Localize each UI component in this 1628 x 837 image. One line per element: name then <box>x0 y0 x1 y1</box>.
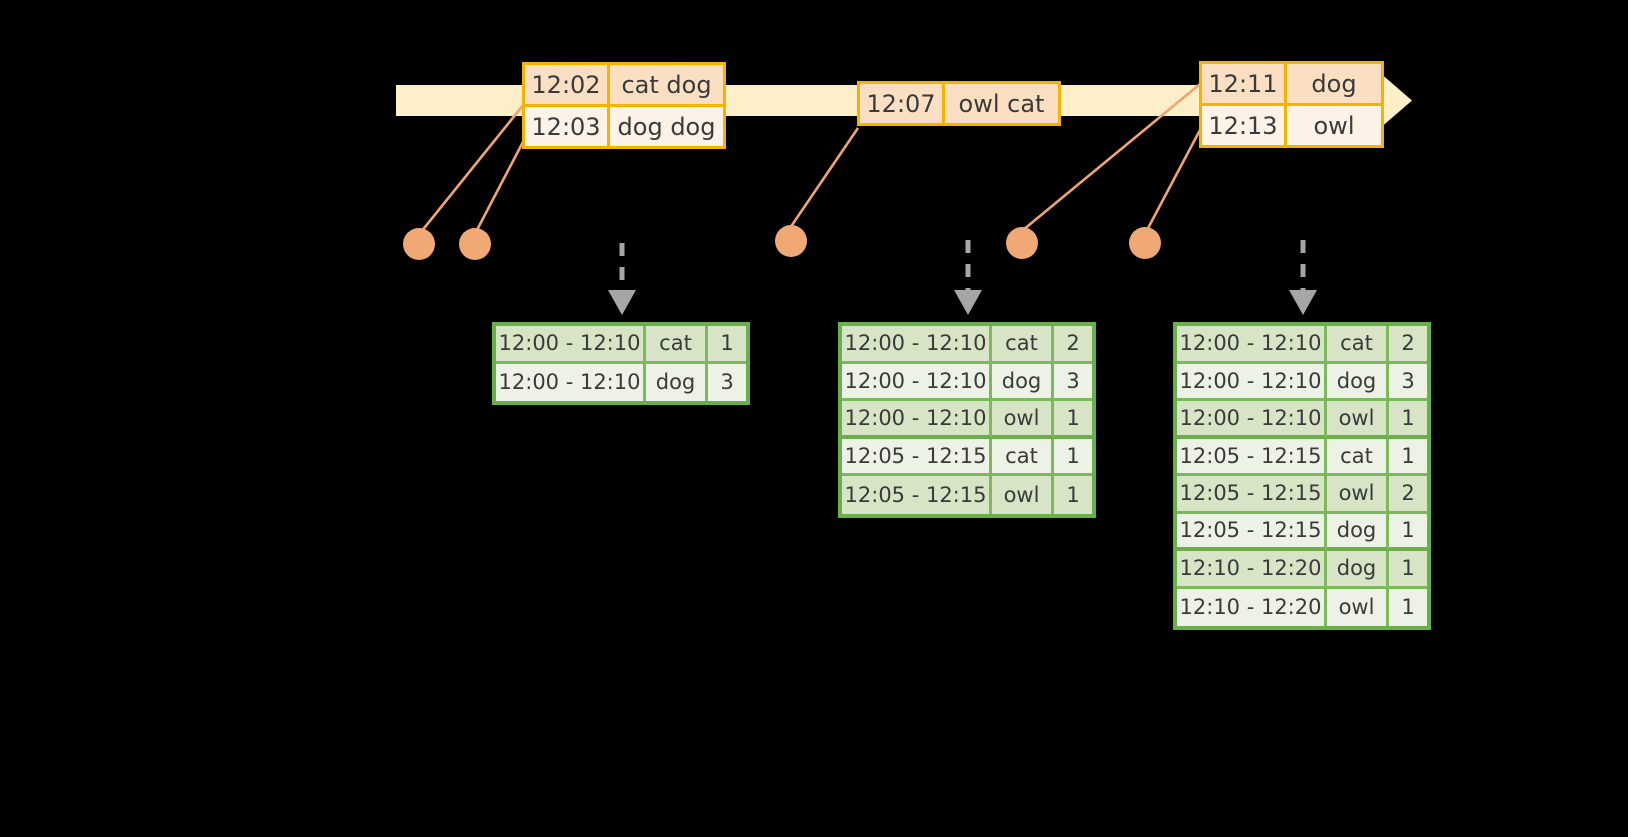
key-cell: dog <box>646 363 708 401</box>
event-row: 12:03 dog dog <box>525 104 723 146</box>
table-row: 12:00 - 12:10 dog 3 <box>496 363 746 401</box>
emit-arrowhead-2 <box>954 290 982 315</box>
key-cell: owl <box>1327 588 1389 626</box>
key-cell: cat <box>992 326 1054 364</box>
window-cell: 12:05 - 12:15 <box>1177 438 1327 476</box>
emit-markers <box>403 225 1161 260</box>
table-row: 12:10 - 12:20 dog 1 <box>1177 551 1427 589</box>
table-row: 12:05 - 12:15 owl 2 <box>1177 476 1427 514</box>
window-cell: 12:00 - 12:10 <box>1177 326 1327 364</box>
window-cell: 12:05 - 12:15 <box>1177 476 1327 514</box>
key-cell: dog <box>1327 513 1389 551</box>
key-cell: dog <box>992 363 1054 401</box>
window-cell: 12:05 - 12:15 <box>1177 513 1327 551</box>
table-row: 12:10 - 12:20 owl 1 <box>1177 588 1427 626</box>
event-row: 12:13 owl <box>1202 103 1381 145</box>
table-row: 12:00 - 12:10 cat 2 <box>1177 326 1427 364</box>
table-row: 12:00 - 12:10 cat 1 <box>496 326 746 364</box>
count-cell: 2 <box>1389 326 1427 364</box>
count-cell: 2 <box>1389 476 1427 514</box>
key-cell: owl <box>992 476 1054 514</box>
count-cell: 1 <box>708 326 746 364</box>
table-row: 12:00 - 12:10 dog 3 <box>842 363 1092 401</box>
event-group-1: 12:02 cat dog 12:03 dog dog <box>522 62 726 149</box>
emit-arrowheads <box>608 290 1317 315</box>
connector-3 <box>788 127 860 229</box>
connector-1 <box>419 103 526 233</box>
result-table-1: 12:00 - 12:10 cat 1 12:00 - 12:10 dog 3 <box>492 322 750 405</box>
table-row: 12:05 - 12:15 dog 1 <box>1177 513 1427 551</box>
count-cell: 2 <box>1054 326 1092 364</box>
connector-2 <box>475 139 526 231</box>
table-row: 12:00 - 12:10 owl 1 <box>1177 401 1427 439</box>
emit-arrows <box>619 240 1306 292</box>
emit-arrowhead-1 <box>608 290 636 315</box>
table-row: 12:05 - 12:15 cat 1 <box>1177 438 1427 476</box>
event-value: dog dog <box>610 107 723 146</box>
window-cell: 12:00 - 12:10 <box>1177 401 1327 439</box>
count-cell: 1 <box>1389 513 1427 551</box>
event-group-3: 12:11 dog 12:13 owl <box>1199 61 1384 148</box>
count-cell: 1 <box>1389 401 1427 439</box>
table-row: 12:00 - 12:10 cat 2 <box>842 326 1092 364</box>
table-row: 12:05 - 12:15 owl 1 <box>842 476 1092 514</box>
key-cell: owl <box>1327 476 1389 514</box>
count-cell: 3 <box>1054 363 1092 401</box>
event-time: 12:11 <box>1202 64 1287 103</box>
key-cell: cat <box>1327 326 1389 364</box>
event-value: owl cat <box>945 84 1058 123</box>
event-time: 12:13 <box>1202 106 1287 145</box>
key-cell: owl <box>992 401 1054 439</box>
event-value: dog <box>1287 64 1381 103</box>
table-row: 12:00 - 12:10 dog 3 <box>1177 363 1427 401</box>
window-cell: 12:05 - 12:15 <box>842 438 992 476</box>
marker-dot-3 <box>775 225 807 257</box>
event-time: 12:07 <box>860 84 945 123</box>
key-cell: dog <box>1327 551 1389 589</box>
event-value: cat dog <box>610 65 723 104</box>
marker-dot-2 <box>459 228 491 260</box>
key-cell: cat <box>646 326 708 364</box>
event-group-2: 12:07 owl cat <box>857 81 1061 126</box>
window-cell: 12:10 - 12:20 <box>1177 551 1327 589</box>
count-cell: 1 <box>1054 476 1092 514</box>
window-cell: 12:00 - 12:10 <box>842 326 992 364</box>
key-cell: cat <box>992 438 1054 476</box>
table-row: 12:00 - 12:10 owl 1 <box>842 401 1092 439</box>
count-cell: 1 <box>1389 551 1427 589</box>
event-row: 12:02 cat dog <box>525 65 723 104</box>
event-time: 12:03 <box>525 107 610 146</box>
count-cell: 3 <box>1389 363 1427 401</box>
count-cell: 3 <box>708 363 746 401</box>
window-cell: 12:00 - 12:10 <box>1177 363 1327 401</box>
marker-dot-5 <box>1129 227 1161 259</box>
table-row: 12:05 - 12:15 cat 1 <box>842 438 1092 476</box>
count-cell: 1 <box>1054 401 1092 439</box>
window-cell: 12:00 - 12:10 <box>842 401 992 439</box>
key-cell: cat <box>1327 438 1389 476</box>
event-value: owl <box>1287 106 1381 145</box>
key-cell: owl <box>1327 401 1389 439</box>
emit-arrowhead-3 <box>1289 290 1317 315</box>
result-table-2: 12:00 - 12:10 cat 2 12:00 - 12:10 dog 3 … <box>838 322 1096 518</box>
event-time: 12:02 <box>525 65 610 104</box>
connector-5 <box>1144 129 1202 233</box>
result-table-3: 12:00 - 12:10 cat 2 12:00 - 12:10 dog 3 … <box>1173 322 1431 630</box>
window-cell: 12:05 - 12:15 <box>842 476 992 514</box>
count-cell: 1 <box>1389 438 1427 476</box>
count-cell: 1 <box>1054 438 1092 476</box>
window-cell: 12:00 - 12:10 <box>842 363 992 401</box>
key-cell: dog <box>1327 363 1389 401</box>
marker-dot-4 <box>1006 227 1038 259</box>
count-cell: 1 <box>1389 588 1427 626</box>
event-row: 12:07 owl cat <box>860 84 1058 123</box>
window-cell: 12:10 - 12:20 <box>1177 588 1327 626</box>
window-cell: 12:00 - 12:10 <box>496 326 646 364</box>
window-cell: 12:00 - 12:10 <box>496 363 646 401</box>
event-row: 12:11 dog <box>1202 64 1381 103</box>
marker-dot-1 <box>403 228 435 260</box>
